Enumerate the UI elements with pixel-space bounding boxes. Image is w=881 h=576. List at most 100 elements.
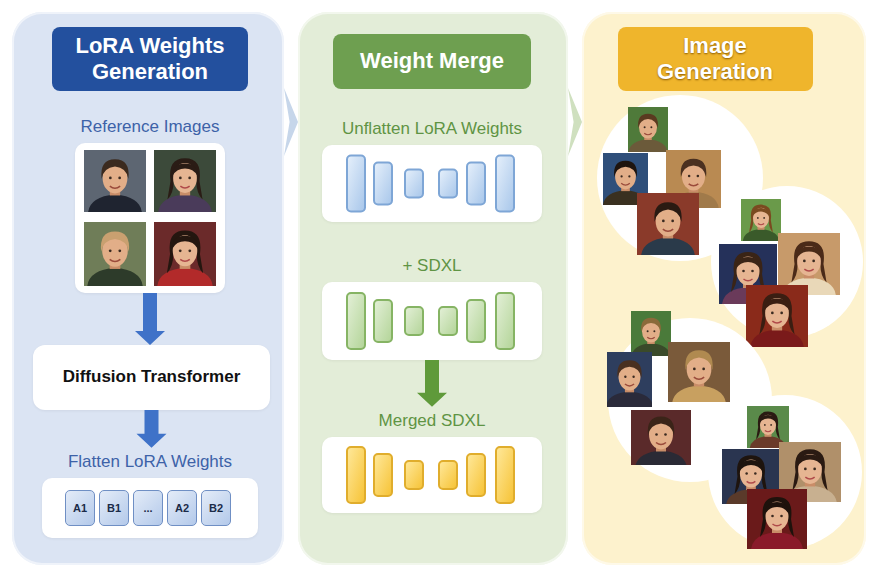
- lora-weight-bars-part: [374, 163, 392, 205]
- chip-label: B1: [107, 502, 121, 514]
- lora-weight-bars-part: [439, 170, 457, 198]
- result-collage-part: [629, 114, 668, 152]
- stage-panel: LoRA Weights GenerationReference ImagesD…: [12, 12, 284, 565]
- result-collage-part: [722, 449, 780, 504]
- panel-title: Weight Merge: [333, 34, 531, 89]
- result-collage-part: [641, 202, 695, 255]
- stage-arrow: [568, 88, 582, 156]
- result-collage-part: [750, 412, 786, 448]
- result-collage-part: [666, 150, 721, 208]
- result-collage-part: [708, 395, 862, 549]
- box-heading: Flatten LoRA Weights: [2, 448, 298, 472]
- sdxl-weight-bars-part: [405, 307, 423, 335]
- weight-chip: A1: [65, 490, 95, 526]
- labelled-box: Unflatten LoRA Weights: [322, 115, 542, 222]
- box-body: [75, 143, 225, 293]
- result-collage-part: [778, 233, 840, 295]
- sdxl-weight-bars-part: [439, 307, 457, 335]
- lora-weight-bars-part: [405, 170, 423, 198]
- result-collage-part: [747, 406, 789, 448]
- sdxl-weight-bars-part: [467, 300, 485, 342]
- panel-title: LoRA Weights Generation: [52, 27, 248, 92]
- labelled-box: Merged SDXL: [322, 407, 542, 513]
- result-collage-part: [719, 244, 777, 304]
- reference-photos-part: [88, 159, 142, 212]
- result-collage-part: [607, 352, 652, 407]
- result-collage-part: [672, 350, 726, 403]
- lora-weight-bars-part: [496, 156, 514, 212]
- box-heading: Merged SDXL: [282, 407, 582, 431]
- result-collage-part: [746, 285, 808, 347]
- weight-chip: B2: [201, 490, 231, 526]
- weight-chip: ...: [133, 490, 163, 526]
- stage-panel: Weight MergeUnflatten LoRA Weights + SDXL…: [298, 12, 568, 565]
- result-collage-part: [606, 360, 654, 407]
- reference-photos-part: [84, 222, 146, 286]
- stage-arrow: [284, 88, 298, 156]
- labelled-box: Flatten LoRA WeightsA1B1...A2B2: [42, 448, 258, 538]
- lora-weight-bars-part: [467, 163, 485, 205]
- result-collage-part: [603, 153, 648, 205]
- result-collage-part: [782, 241, 836, 295]
- result-collage-part: [743, 205, 779, 241]
- box-heading: Reference Images: [35, 113, 265, 137]
- sdxl-weight-bars-part: [496, 293, 514, 349]
- result-collage-part: [668, 159, 718, 208]
- merged-weight-bars-part: [374, 454, 392, 496]
- result-collage-part: [711, 186, 863, 338]
- panel-title: Image Generation: [618, 27, 813, 92]
- merged-weight-bars-part: [439, 461, 457, 489]
- result-collage-part: [741, 199, 781, 241]
- result-collage: [597, 95, 763, 261]
- chip-label: A2: [175, 502, 189, 514]
- result-collage-part: [779, 442, 841, 502]
- merged-weight-bars-part: [405, 461, 423, 489]
- weight-chip: A2: [167, 490, 197, 526]
- labelled-box: Reference Images: [75, 113, 225, 293]
- result-collage-part: [631, 410, 691, 465]
- chip-label: A1: [73, 502, 87, 514]
- lora-weight-bars: [347, 156, 514, 212]
- weight-chip: B1: [99, 490, 129, 526]
- reference-photos: [84, 150, 216, 286]
- sdxl-weight-bars-part: [374, 300, 392, 342]
- box-body: [322, 437, 542, 513]
- result-collage-part: [603, 161, 648, 205]
- chip-label: B2: [209, 502, 223, 514]
- labelled-box: + SDXL: [322, 252, 542, 360]
- result-collage: [606, 311, 772, 482]
- merged-weight-bars: [347, 447, 514, 503]
- result-collage-part: [637, 193, 699, 255]
- result-collage-part: [632, 318, 671, 356]
- box-heading: + SDXL: [282, 252, 582, 276]
- box-body: [322, 282, 542, 360]
- process-label: Diffusion Transformer: [63, 367, 241, 387]
- process-box: Diffusion Transformer: [33, 345, 270, 410]
- flow-arrow: [137, 410, 167, 448]
- merged-weight-bars-part: [467, 454, 485, 496]
- result-collage-part: [608, 318, 772, 482]
- reference-photos-part: [157, 231, 212, 286]
- result-collage-part: [635, 417, 687, 468]
- flow-arrow: [135, 293, 165, 345]
- box-body: [322, 145, 542, 222]
- result-collage-part: [751, 497, 803, 549]
- reference-photos-part: [87, 232, 142, 286]
- sdxl-weight-bars-part: [347, 293, 365, 349]
- result-collage-part: [597, 95, 763, 261]
- result-collage-part: [750, 293, 804, 347]
- merged-weight-bars-part: [347, 447, 365, 503]
- reference-photos-part: [158, 158, 212, 212]
- reference-photos-part: [154, 222, 216, 286]
- result-collage-part: [783, 449, 837, 503]
- result-collage-part: [726, 455, 776, 505]
- stage-panel: Image Generation: [582, 12, 866, 565]
- merged-weight-bars-part: [496, 447, 514, 503]
- chip-label: ...: [143, 502, 152, 514]
- reference-photos-part: [84, 150, 146, 212]
- result-collage-part: [747, 489, 807, 549]
- result-collage-part: [668, 342, 730, 402]
- box-heading: Unflatten LoRA Weights: [282, 115, 582, 139]
